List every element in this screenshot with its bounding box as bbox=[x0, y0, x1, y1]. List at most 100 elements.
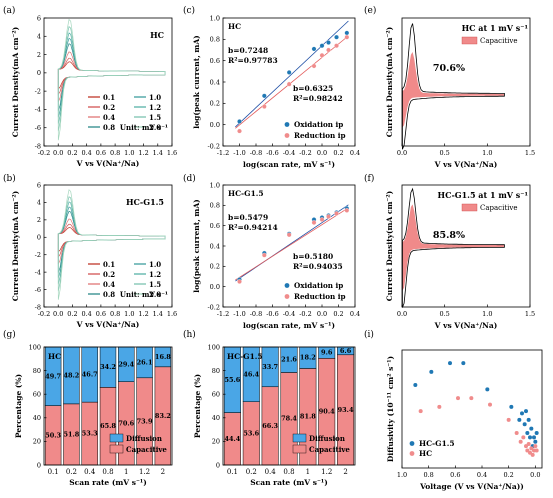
data-point bbox=[530, 452, 535, 457]
bar-value-label: 73.9 bbox=[137, 417, 153, 425]
x-tick-label: 0.2 bbox=[503, 471, 513, 479]
x-tick-label: -0.2 bbox=[299, 149, 312, 157]
legend-label: 1.0 bbox=[149, 93, 161, 102]
bar-value-label: 48.2 bbox=[64, 371, 80, 379]
data-point bbox=[469, 396, 474, 401]
legend-marker bbox=[409, 451, 415, 456]
series-reduction bbox=[237, 34, 350, 134]
x-tick-label: 0.4 bbox=[477, 471, 487, 479]
capacitive-area bbox=[402, 52, 505, 128]
x-tick-label: -0.8 bbox=[250, 310, 263, 318]
bar-value-label: 53.3 bbox=[82, 430, 98, 438]
x-tick-label: 0.2 bbox=[66, 468, 77, 476]
legend-label: Capacitive bbox=[480, 204, 518, 212]
x-axis-label: V vs V(Na⁺/Na) bbox=[434, 160, 498, 169]
bar-value-label: 65.8 bbox=[100, 422, 116, 430]
x-tick-label: 1.0 bbox=[124, 310, 134, 318]
data-point bbox=[485, 387, 490, 392]
y-tick-label: 1.0 bbox=[210, 14, 220, 22]
x-tick-label: 0.2 bbox=[67, 310, 77, 318]
y-tick-label: 100 bbox=[29, 343, 41, 351]
x-tick-label: 0.2 bbox=[333, 310, 343, 318]
data-point bbox=[532, 435, 536, 440]
x-tick-label: -1.0 bbox=[233, 149, 246, 157]
legend-label: 1.5 bbox=[149, 280, 161, 289]
panel-label: (b) bbox=[3, 173, 16, 184]
legend-label: Diffusion bbox=[309, 434, 345, 443]
x-axis-label: V vs V(Na⁺/Na) bbox=[76, 320, 140, 329]
legend-swatch bbox=[461, 36, 478, 45]
cv-curve bbox=[57, 223, 166, 259]
legend-swatch bbox=[109, 444, 124, 454]
fit-r2-label: R²=0.97783 bbox=[228, 56, 278, 65]
fit-panel-c: (c)log(scan rate, mV s⁻¹)log(peak curren… bbox=[183, 5, 360, 169]
x-tick-label: 0.4 bbox=[265, 468, 277, 476]
data-point bbox=[344, 30, 350, 36]
data-point bbox=[344, 208, 350, 213]
y-tick-label: 1.0 bbox=[210, 181, 220, 189]
bar-value-label: 34.2 bbox=[100, 363, 116, 371]
data-point bbox=[526, 417, 531, 422]
y-tick-label: 0.4 bbox=[210, 78, 220, 86]
x-axis-label: Scan rate (mV s⁻¹) bbox=[69, 478, 147, 487]
x-tick-label: 0.4 bbox=[84, 468, 96, 476]
y-tick-label: 40 bbox=[33, 414, 41, 422]
panel-tag: HC-G1.5 bbox=[228, 189, 264, 198]
legend-title: Unit: mV s⁻¹ bbox=[120, 290, 168, 299]
legend-label: 0.2 bbox=[103, 103, 115, 112]
y-tick-label: 0.8 bbox=[210, 202, 220, 210]
y-tick-label: -0.2 bbox=[207, 303, 220, 311]
y-tick-label: 0 bbox=[37, 234, 41, 242]
x-tick-label: 1.5 bbox=[525, 149, 535, 157]
legend-marker bbox=[284, 283, 290, 288]
bar-value-label: 70.6 bbox=[118, 419, 134, 427]
legend-swatch bbox=[461, 203, 478, 212]
x-tick-label: -0.2 bbox=[38, 149, 51, 157]
data-point bbox=[334, 34, 339, 40]
x-tick-label: 0.8 bbox=[110, 310, 120, 318]
data-point bbox=[524, 409, 528, 414]
panel-label: (g) bbox=[3, 329, 16, 340]
panel-tag: HC bbox=[228, 22, 241, 31]
y-tick-label: 60 bbox=[33, 391, 41, 399]
y-tick-label: 2 bbox=[37, 216, 41, 224]
y-tick-label: 0.6 bbox=[210, 57, 220, 65]
bar-value-label: 83.2 bbox=[155, 412, 171, 420]
y-axis-label: Diffusivity (10⁻¹¹ cm² s⁻¹) bbox=[386, 356, 395, 462]
y-tick-label: 0.8 bbox=[210, 36, 220, 44]
data-point bbox=[534, 431, 539, 436]
panel-label: (i) bbox=[364, 329, 374, 340]
capacitive-area bbox=[402, 204, 505, 291]
x-tick-label: 1.4 bbox=[153, 149, 163, 157]
bar-value-label: 33.7 bbox=[262, 363, 278, 371]
legend-label: 0.4 bbox=[103, 280, 115, 289]
data-point bbox=[533, 439, 538, 444]
plot-frame bbox=[43, 346, 173, 466]
bar-value-label: 18.2 bbox=[300, 354, 316, 362]
legend-label: Capacitive bbox=[309, 445, 350, 454]
x-tick-label: 1.6 bbox=[167, 310, 177, 318]
data-point bbox=[525, 431, 530, 436]
x-tick-label: 0.0 bbox=[53, 149, 63, 157]
y-axis-label: Current Density(mA cm⁻²) bbox=[385, 191, 394, 301]
data-point bbox=[517, 417, 522, 422]
data-point bbox=[237, 279, 242, 284]
panel-tag: HC-G1.5 at 1 mV s⁻¹ bbox=[438, 190, 528, 200]
x-tick-label: 1.4 bbox=[153, 310, 163, 318]
x-tick-label: -0.2 bbox=[38, 310, 51, 318]
bar-value-label: 51.8 bbox=[64, 430, 80, 438]
y-axis-label: Current Density(mA cm⁻²) bbox=[11, 27, 20, 137]
data-point bbox=[261, 104, 267, 109]
data-point bbox=[524, 444, 528, 449]
plot-frame bbox=[401, 184, 531, 308]
legend-label: Reduction ip bbox=[294, 292, 346, 301]
data-point bbox=[311, 46, 317, 52]
x-tick-label: 1.2 bbox=[321, 468, 332, 476]
data-point bbox=[326, 40, 331, 45]
y-tick-label: 0 bbox=[37, 69, 41, 77]
panel-label: (f) bbox=[364, 173, 374, 184]
bar-value-label: 93.4 bbox=[338, 406, 354, 414]
x-tick-label: 2 bbox=[343, 468, 347, 476]
